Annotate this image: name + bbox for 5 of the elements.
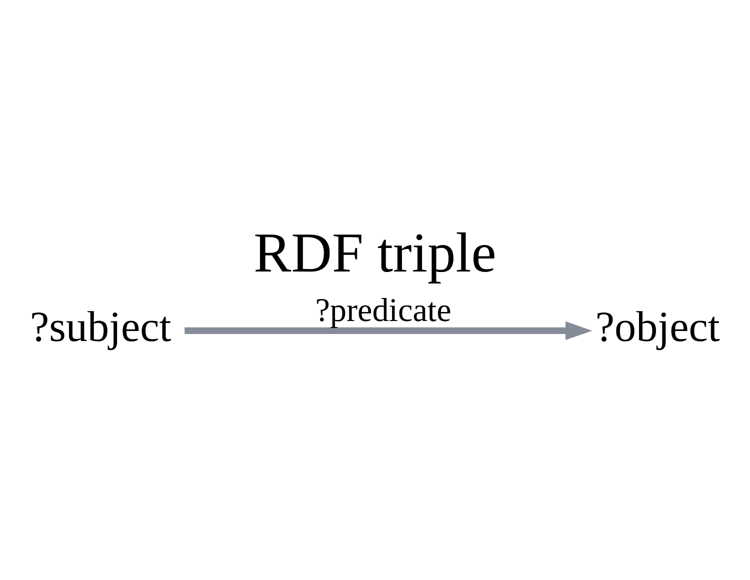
- arrow: [184, 320, 592, 340]
- node-text: ?object: [595, 304, 720, 351]
- diagram-title: RDF triple: [254, 222, 496, 284]
- node-text: ?subject: [30, 304, 172, 351]
- edge-label: ?predicate: [315, 291, 452, 328]
